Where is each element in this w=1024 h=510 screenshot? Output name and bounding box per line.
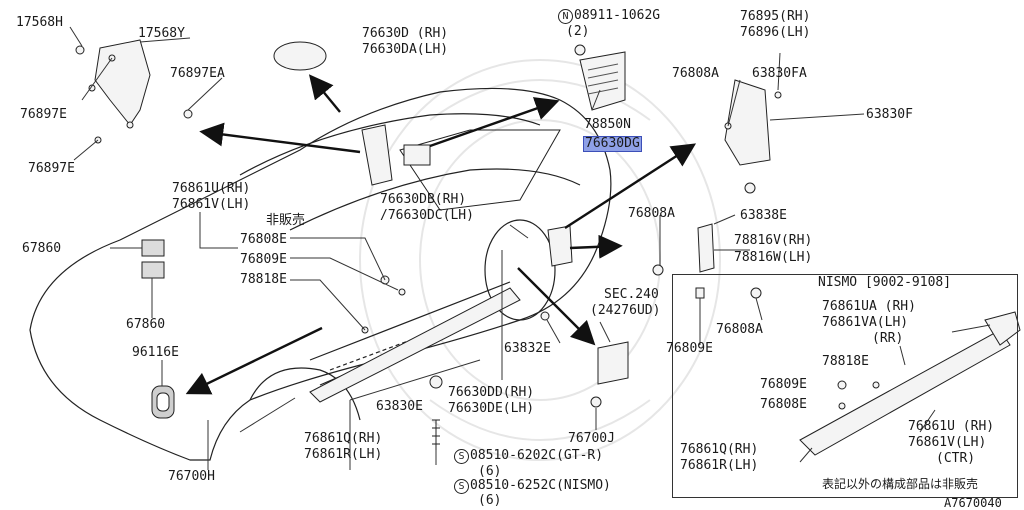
- label-96116e: 96116E: [132, 345, 179, 360]
- label-76630dc: /76630DC(LH): [380, 208, 474, 223]
- screw-part: [432, 419, 440, 450]
- label-67860-lower: 67860: [126, 317, 166, 332]
- mudflap-part: [724, 79, 782, 194]
- nismo-panel-footer-note: 表記以外の構成部品は非販売: [822, 477, 979, 491]
- label-76808e: 76808E: [240, 232, 287, 247]
- label-nismo-76861ua: 76861UA (RH): [822, 299, 916, 314]
- label-76809e-low: 76809E: [666, 341, 713, 356]
- label-24276ud: (24276UD): [590, 303, 661, 318]
- label-63832e: 63832E: [504, 341, 551, 356]
- label-nismo-76861va: 76861VA(LH): [822, 315, 909, 330]
- interior-parts: [361, 124, 629, 408]
- label-17568y: 17568Y: [138, 26, 185, 41]
- label-08510-6252c-qty: (6): [478, 493, 502, 508]
- label-not-for-sale: 非販売: [266, 213, 306, 228]
- label-08510-6202c-qty: (6): [478, 464, 502, 479]
- label-78818e: 78818E: [240, 272, 287, 287]
- label-76630db: 76630DB(RH): [380, 192, 467, 207]
- label-63830fa: 63830FA: [752, 66, 807, 81]
- label-76630d: 76630D (RH): [362, 26, 449, 41]
- diagram-code: A7670040: [944, 496, 1002, 510]
- label-76809e: 76809E: [240, 252, 287, 267]
- nismo-sill-drawing: [799, 311, 1021, 463]
- label-08911-qty: (2): [566, 24, 590, 39]
- module-part: [574, 44, 626, 111]
- label-nismo-76808e: 76808E: [760, 397, 807, 412]
- label-76700j: 76700J: [568, 431, 615, 446]
- label-17568h: 17568H: [16, 15, 63, 30]
- label-nismo-76861v: 76861V(LH): [908, 435, 987, 450]
- label-nismo-76861u: 76861U (RH): [908, 419, 995, 434]
- side-sill-part: [309, 287, 521, 403]
- label-76630da: 76630DA(LH): [362, 42, 449, 57]
- label-nismo-78818e: 78818E: [822, 354, 869, 369]
- cap-part: [273, 41, 327, 71]
- watermark-emblem: [359, 59, 721, 461]
- arrows: [185, 74, 697, 395]
- label-63838e: 63838E: [740, 208, 787, 223]
- label-76896: 76896(LH): [740, 25, 811, 40]
- label-76897ea: 76897EA: [170, 66, 225, 81]
- label-nismo-76861q: 76861Q(RH): [680, 442, 759, 457]
- label-78850n: 78850N: [584, 117, 631, 132]
- side-bracket-part: [652, 223, 762, 299]
- symbol-s-icon: S: [454, 449, 469, 464]
- label-08510-6202c-number: 08510-6202C(GT-R): [470, 448, 604, 463]
- label-78816w: 78816W(LH): [734, 250, 813, 265]
- label-63830f: 63830F: [866, 107, 913, 122]
- label-nismo-76861r: 76861R(LH): [680, 458, 759, 473]
- label-76895: 76895(RH): [740, 9, 811, 24]
- pads-part: [141, 239, 165, 279]
- label-76861r: 76861R(LH): [304, 447, 383, 462]
- bracket-part: [75, 39, 193, 144]
- window-frame: [399, 129, 561, 211]
- label-76700h: 76700H: [168, 469, 215, 484]
- label-76808a-top: 76808A: [672, 66, 719, 81]
- label-sec240: SEC.240: [604, 287, 659, 302]
- label-76861u: 76861U(RH): [172, 181, 251, 196]
- label-nismo-ctr: (CTR): [936, 451, 976, 466]
- label-76861q: 76861Q(RH): [304, 431, 383, 446]
- nismo-panel-title: NISMO [9002-9108]: [818, 275, 952, 290]
- label-76897e-lower: 76897E: [28, 161, 75, 176]
- label-nismo-76809e: 76809E: [760, 377, 807, 392]
- label-08510-6252c-number: 08510-6252C(NISMO): [470, 478, 611, 493]
- label-76808a-mid: 76808A: [628, 206, 675, 221]
- label-76897e-upper: 76897E: [20, 107, 67, 122]
- label-76808a-low: 76808A: [716, 322, 763, 337]
- label-76630dd: 76630DD(RH): [448, 385, 535, 400]
- label-67860-upper: 67860: [22, 241, 62, 256]
- label-76630dg-highlighted[interactable]: 76630DG: [583, 136, 642, 152]
- label-76630de: 76630DE(LH): [448, 401, 535, 416]
- grommet-part: [151, 385, 175, 419]
- label-78816v: 78816V(RH): [734, 233, 813, 248]
- nismo-variant-panel: [672, 274, 1018, 498]
- leader-lines: [69, 26, 865, 470]
- symbol-n-icon: N: [558, 9, 573, 24]
- label-76861v: 76861V(LH): [172, 197, 251, 212]
- label-63830e: 63830E: [376, 399, 423, 414]
- symbol-s-icon: S: [454, 479, 469, 494]
- label-08911-number: 08911-1062G: [574, 8, 661, 23]
- label-nismo-rr: (RR): [872, 331, 904, 346]
